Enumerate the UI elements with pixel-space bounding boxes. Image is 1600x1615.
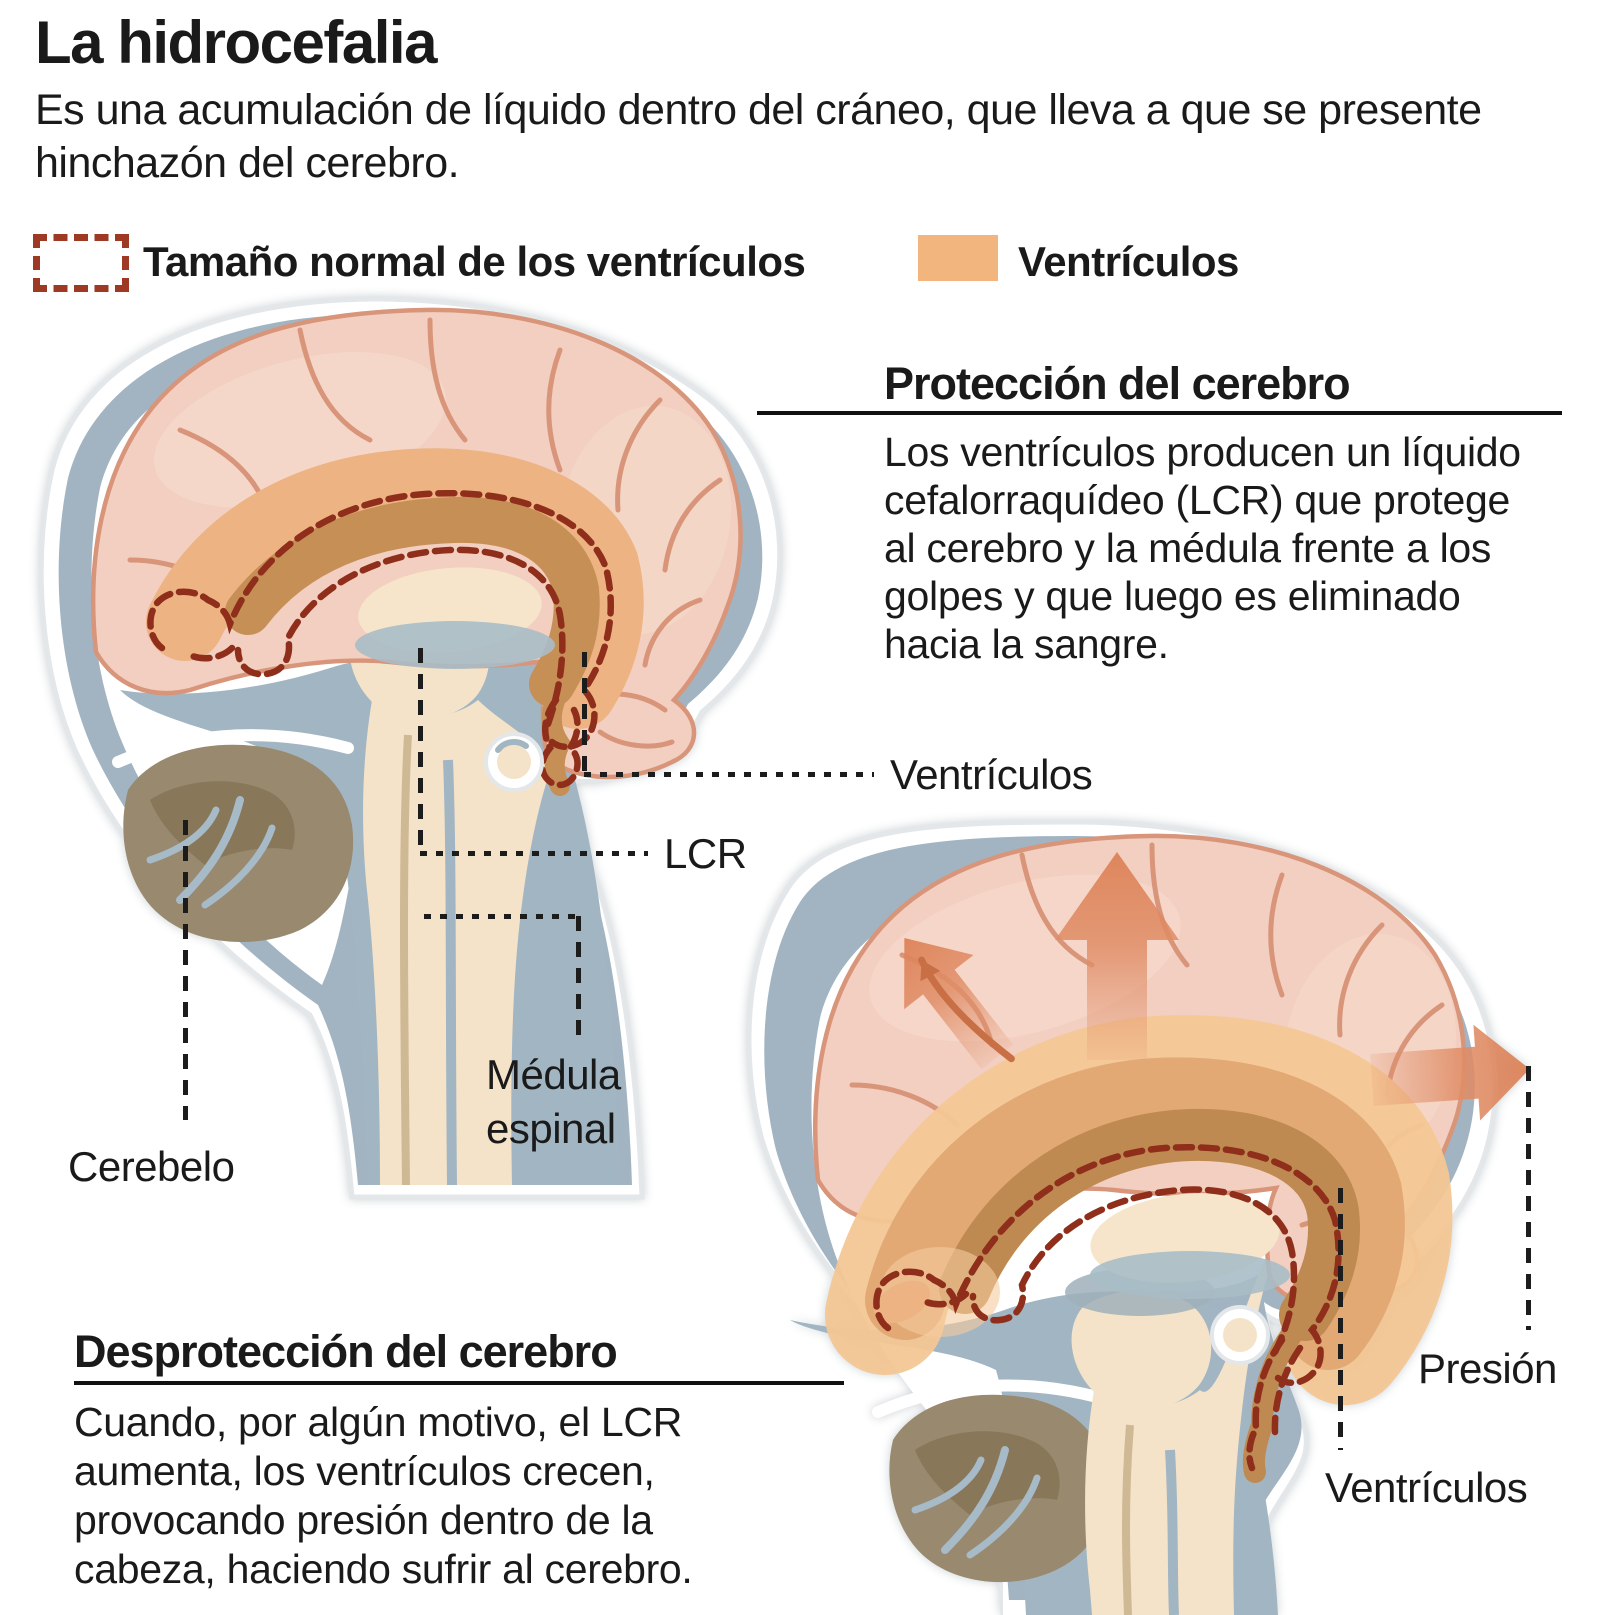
unprotection-heading-rule [74, 1381, 844, 1385]
cerebellum-shape [123, 744, 354, 942]
legend-ventricles-swatch [918, 235, 998, 281]
csf-gap [112, 729, 354, 768]
normal-brain-illustration [38, 296, 783, 1200]
spinal-cord-leader-vertical [576, 916, 581, 1042]
protection-body: Los ventrículos producen un líquido cefa… [884, 429, 1521, 667]
spinal-cord-leader-horizontal [424, 914, 580, 919]
spinal-cord-label: Médula espinal [486, 1051, 621, 1152]
pressure-leader-vertical [1526, 1066, 1531, 1330]
cerebellum-shape [889, 1394, 1108, 1583]
csf-leader-vertical [418, 648, 423, 853]
pressure-arrows [904, 852, 1530, 1121]
swollen-ventricles-label: Ventrículos [1325, 1464, 1528, 1511]
csf-leader-horizontal [420, 851, 648, 856]
ventricles-enlarged [825, 1015, 1453, 1483]
orange-square-icon [918, 235, 998, 281]
intro-text: Es una acumulación de líquido dentro del… [35, 86, 1482, 187]
dashed-rectangle-icon [33, 234, 129, 292]
csf-gap [872, 1379, 1114, 1418]
legend-normal-size-swatch [33, 234, 129, 292]
ventricles-leader-horizontal [584, 772, 874, 777]
ventricles-label: Ventrículos [890, 751, 1093, 798]
pressure-arrow-up-icon [1055, 852, 1179, 1060]
normal-ventricle-dashed-outline [873, 1144, 1342, 1472]
ventricles-leader-vertical [582, 652, 587, 774]
legend-normal-size-label: Tamaño normal de los ventrículos [143, 238, 806, 285]
swollen-ventricles-leader-vertical [1338, 1188, 1343, 1450]
cerebellum-label: Cerebelo [68, 1143, 235, 1190]
cerebellum-leader-vertical [183, 820, 188, 1120]
unprotection-body: Cuando, por algún motivo, el LCR aumenta… [74, 1399, 693, 1592]
legend-ventricles-label: Ventrículos [1018, 238, 1239, 285]
normal-ventricle-dashed-outline [147, 490, 614, 789]
csf-label: LCR [664, 830, 747, 877]
sulci-lines [127, 317, 723, 749]
pituitary-bump [484, 732, 544, 792]
pituitary-bump [1210, 1305, 1270, 1365]
pressure-arrow-right-icon [1370, 1024, 1530, 1121]
page-title: La hidrocefalia [35, 9, 437, 76]
pressure-arrow-upleft-icon [904, 937, 1015, 1070]
swollen-brain-illustration [746, 820, 1530, 1615]
unprotection-heading: Desprotección del cerebro [74, 1326, 618, 1377]
protection-heading-rule [757, 411, 1562, 415]
protection-heading: Protección del cerebro [884, 358, 1351, 409]
pressure-label: Presión [1418, 1345, 1557, 1392]
